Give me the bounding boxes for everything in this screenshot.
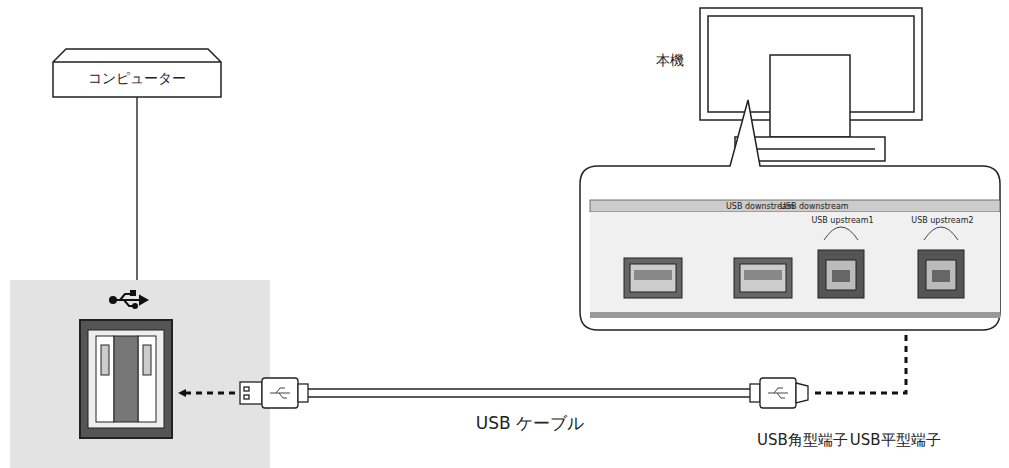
monitor [700, 8, 922, 161]
device-label: 本機 [656, 52, 684, 70]
cable-label: USB ケーブル [476, 412, 584, 435]
callout-bubble [580, 100, 1000, 330]
node-label: コンピューター [88, 70, 186, 88]
port-label: USB upstream2 [911, 216, 973, 225]
port-panel [10, 280, 270, 468]
insert-arrow [182, 392, 235, 395]
computer-box: コンピューター [52, 48, 222, 98]
usb-cable [240, 378, 808, 408]
port-callout: USB downstreamUSB downstreamUSB upstream… [580, 166, 1000, 330]
connector-label: USB平型端子 [850, 431, 941, 450]
wire [136, 96, 138, 280]
port-label: USB downstream [780, 202, 849, 211]
usb-a-port [80, 320, 172, 438]
port-label: USB upstream1 [811, 216, 873, 225]
usb-icon [110, 291, 147, 308]
monitor-rear-panel [590, 200, 1000, 318]
connector-label: USB角型端子 [757, 431, 848, 450]
plug-usb-icons [270, 388, 788, 398]
